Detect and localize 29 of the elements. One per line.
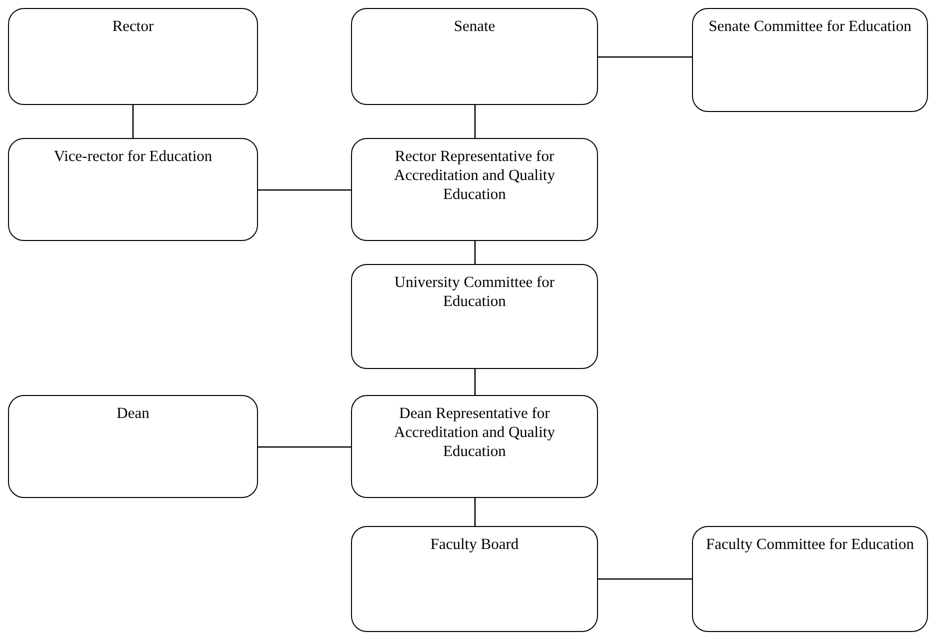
connector-line [474, 369, 476, 395]
org-box [351, 8, 598, 105]
org-box [8, 138, 258, 241]
box-title: University Committee for Education [393, 273, 556, 311]
box-title: Dean Representative for Accreditation and Quality Education [393, 404, 556, 461]
connector-line [258, 446, 351, 448]
connector-line [258, 189, 351, 191]
box-title: Senate [452, 17, 496, 36]
box-title: Rector [111, 17, 155, 36]
org-box [8, 8, 258, 105]
connector-line [474, 241, 476, 264]
box-title: Dean [116, 404, 150, 423]
org-box [692, 8, 928, 112]
org-box [692, 526, 928, 632]
org-box [351, 395, 598, 498]
box-title: Faculty Board [429, 535, 520, 554]
box-title: Senate Committee for Education [708, 17, 912, 36]
connector-line [598, 56, 692, 58]
org-box [8, 395, 258, 498]
connector-line [474, 105, 476, 138]
connector-line [598, 578, 692, 580]
org-box [351, 526, 598, 632]
connector-line [132, 105, 134, 138]
connector-line [474, 498, 476, 526]
box-title: Faculty Committee for Education [705, 535, 915, 554]
org-box [351, 264, 598, 369]
org-box [351, 138, 598, 241]
box-title: Rector Representative for Accreditation and Quality Education [393, 147, 556, 204]
box-title: Vice-rector for Education [52, 147, 214, 166]
